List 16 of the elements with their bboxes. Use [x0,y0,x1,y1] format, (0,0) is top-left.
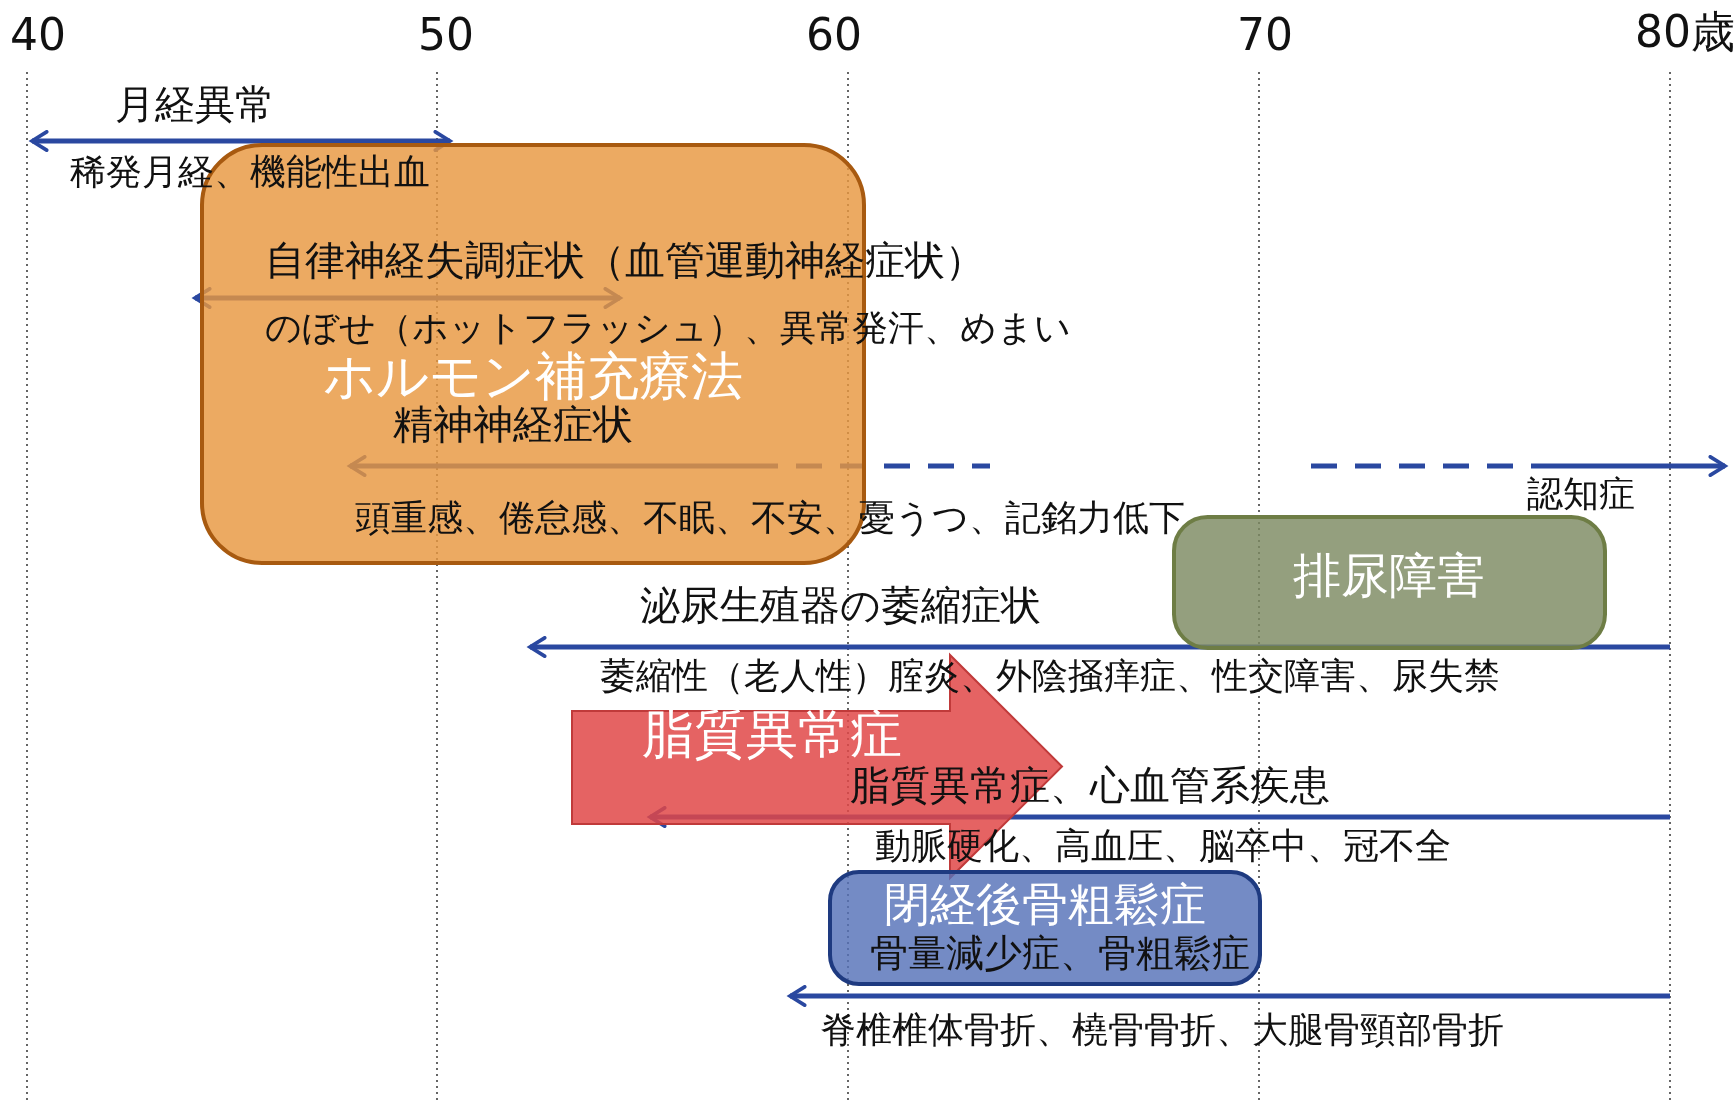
node-title: 脂質異常症 [642,706,902,764]
node-title: 排尿障害 [1293,548,1485,602]
axis-tick-label: 70 [1237,10,1293,60]
symptom-list: 認知症 [1527,474,1635,514]
category-heading: 脂質異常症、心血管系疾患 [850,763,1330,807]
axis-tick-label: 60 [806,10,862,60]
category-heading: 骨量減少症、骨粗鬆症 [870,933,1250,975]
axis-tick-label: 40 [10,10,66,60]
axis-tick-label: 50 [418,10,474,60]
category-heading: 月経異常 [115,82,275,126]
symptom-list: 稀発月経、機能性出血 [70,152,430,192]
node-title: 閉経後骨粗鬆症 [884,878,1206,930]
condition-box [828,870,1262,986]
category-heading: 自律神経失調症状（血管運動神経症状） [265,238,985,282]
category-heading: 泌尿生殖器の萎縮症状 [640,583,1041,627]
axis-tick-label: 80歳 [1635,7,1735,57]
